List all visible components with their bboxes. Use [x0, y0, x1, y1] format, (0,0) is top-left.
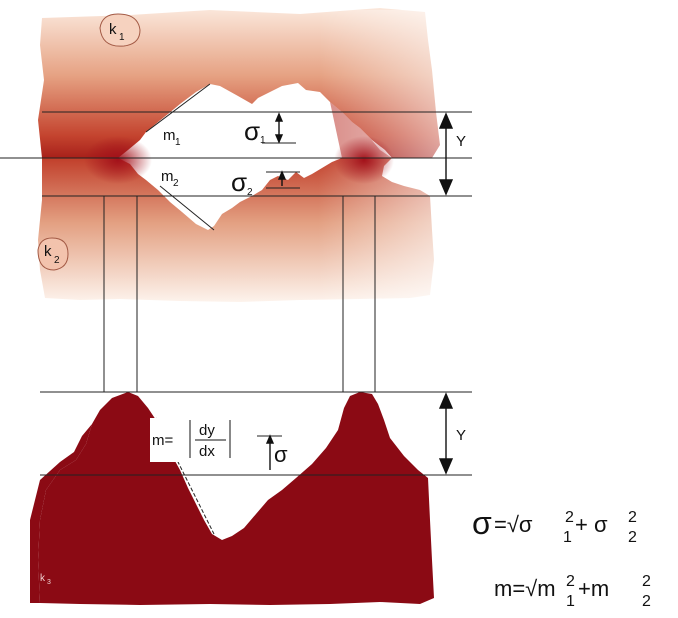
m2-sub: 2 [173, 178, 179, 189]
m-formula: m=√m 2 1 +m 2 2 [494, 573, 651, 610]
rough-surface-k3 [30, 392, 434, 605]
formula-sigma-eq: =√σ [494, 512, 533, 537]
sigma-formula: σ =√σ 2 1 + σ 2 2 [472, 505, 637, 546]
k3-label: k [40, 573, 46, 584]
m-def-prefix: m= [152, 432, 173, 449]
m-def-num: dy [199, 422, 215, 439]
formula-m-text: m=√m [494, 576, 556, 601]
sigma1-sub: 1 [260, 135, 266, 146]
formula-sigma-sup1: 2 [565, 509, 574, 526]
k2-label: k [44, 243, 52, 260]
slope-definition: m= dy dx [150, 418, 236, 462]
formula-m-plus: +m [578, 576, 609, 601]
contact-spot-left [84, 136, 152, 184]
m2-label: m [161, 168, 174, 185]
formula-m-sup2: 2 [642, 573, 651, 590]
k2-sub: 2 [54, 255, 60, 266]
sigma2-sub: 2 [247, 187, 253, 198]
k1-sub: 1 [119, 32, 125, 43]
y-bottom-label: Y [456, 427, 466, 444]
upper-body-k1 [38, 8, 440, 160]
formula-sigma-plus: + σ [575, 512, 608, 537]
m1-label: m [163, 127, 176, 144]
dimension-arrows [265, 112, 454, 475]
formula-sigma-sub2: 2 [628, 529, 637, 546]
contact-spot-right [334, 136, 394, 184]
k2-badge [37, 237, 69, 271]
sigma1-label: σ [244, 116, 260, 146]
m-def-den: dx [199, 443, 215, 460]
formula-m-sub1: 1 [566, 593, 575, 610]
formula-sigma-sup2: 2 [628, 509, 637, 526]
m1-sub: 1 [175, 137, 181, 148]
y-top-label: Y [456, 133, 466, 150]
k3-sub: 3 [47, 579, 51, 586]
formula-m-sup1: 2 [566, 573, 575, 590]
formula-m-sub2: 2 [642, 593, 651, 610]
formula-sigma-lhs: σ [472, 505, 492, 541]
k1-label: k [109, 21, 117, 38]
formula-sigma-sub1: 1 [563, 529, 572, 546]
sigma2-label: σ [231, 167, 247, 197]
sigma-label: σ [274, 442, 288, 467]
k1-badge [99, 13, 141, 47]
